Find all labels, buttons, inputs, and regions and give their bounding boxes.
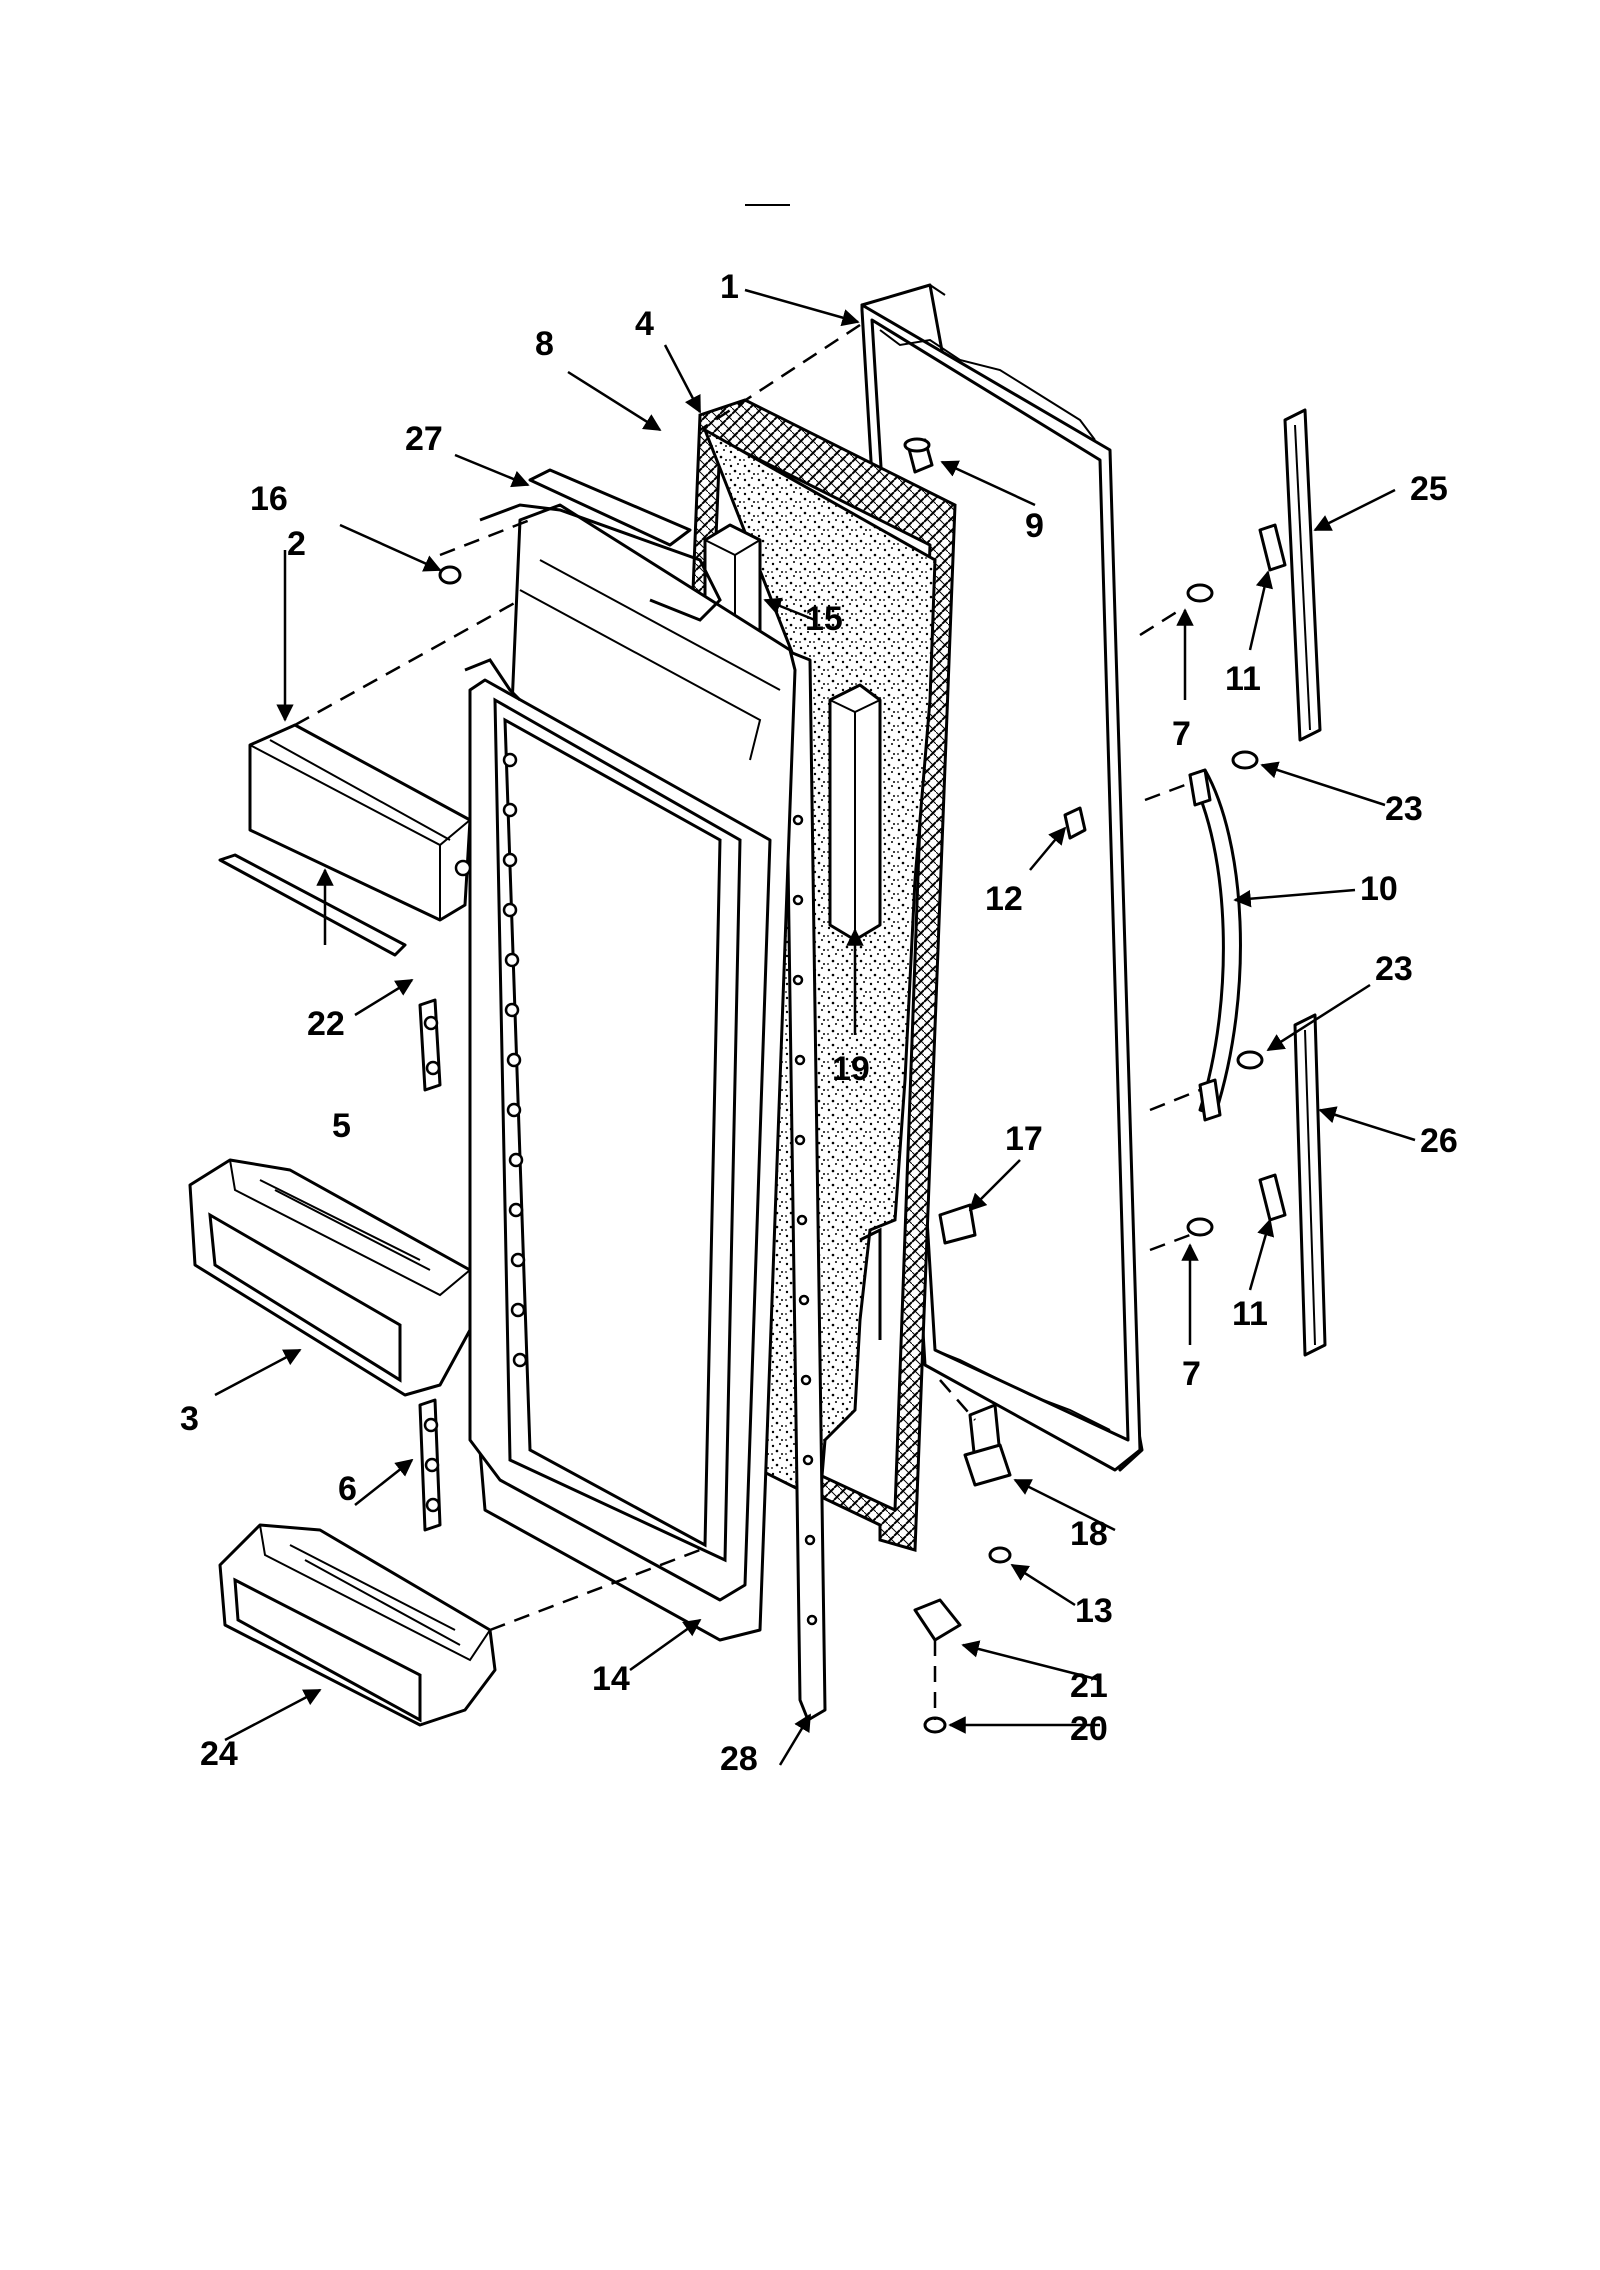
callout-20: 20 — [1070, 1710, 1108, 1748]
callout-13: 13 — [1075, 1592, 1113, 1630]
screw-23a — [1231, 750, 1259, 770]
callout-7b: 7 — [1182, 1355, 1201, 1393]
callout-18: 18 — [1070, 1515, 1108, 1553]
door-hinge — [963, 1403, 1012, 1487]
top-trim-strip — [528, 468, 692, 547]
callout-5: 5 — [332, 1107, 351, 1145]
callout-23b: 23 — [1375, 950, 1413, 988]
callout-10: 10 — [1360, 870, 1398, 908]
clip-12 — [1063, 806, 1087, 840]
callout-2: 2 — [287, 525, 306, 563]
liner-holes — [502, 752, 818, 1626]
callout-28: 28 — [720, 1740, 758, 1778]
callout-19: 19 — [832, 1050, 870, 1088]
callout-25: 25 — [1410, 470, 1448, 508]
screw-13 — [988, 1546, 1012, 1564]
callout-4: 4 — [635, 305, 654, 343]
callout-12: 12 — [985, 880, 1023, 918]
screw-23b — [1236, 1050, 1264, 1070]
dairy-door — [218, 723, 472, 957]
door-bin-large — [188, 1158, 472, 1397]
trim-strip-upper — [1283, 408, 1322, 742]
leader-lines — [214, 288, 1416, 1766]
callout-8: 8 — [535, 325, 554, 363]
screw-16 — [438, 565, 462, 585]
inner-door-liner — [464, 503, 818, 1642]
foam-block — [828, 683, 882, 942]
callout-11a: 11 — [1225, 660, 1261, 698]
callout-27: 27 — [405, 420, 443, 458]
callout-16: 16 — [250, 480, 288, 518]
alignment-lines — [294, 323, 1201, 1720]
vertical-strip — [783, 648, 827, 1722]
callout-23a: 23 — [1385, 790, 1423, 828]
callout-3: 3 — [180, 1400, 199, 1438]
screw-7b — [1186, 1217, 1214, 1237]
hinge-bracket — [913, 1598, 962, 1642]
callout-7a: 7 — [1172, 715, 1191, 753]
callout-26: 26 — [1420, 1122, 1458, 1160]
door-plug — [903, 437, 934, 474]
callout-6: 6 — [338, 1470, 357, 1508]
clip-17 — [938, 1203, 977, 1245]
callout-24: 24 — [200, 1735, 238, 1773]
callout-15: 15 — [805, 600, 843, 638]
callout-21: 21 — [1070, 1667, 1108, 1705]
dairy-door-trim — [218, 853, 407, 957]
callout-1: 1 — [720, 268, 739, 306]
callout-22: 22 — [307, 1005, 345, 1043]
callout-9: 9 — [1025, 507, 1044, 545]
callout-17: 17 — [1005, 1120, 1043, 1158]
callout-11b: 11 — [1232, 1295, 1268, 1333]
door-handle — [1188, 768, 1242, 1122]
trim-strip-lower — [1293, 1013, 1327, 1357]
door-bin-small — [218, 1523, 497, 1727]
screw-20 — [923, 1716, 947, 1734]
shelf-bracket-large — [418, 1398, 442, 1532]
shelf-bracket-small — [418, 998, 442, 1092]
trim-clip-upper — [1258, 523, 1287, 572]
callout-labels: 1 2 3 4 5 6 7 7 8 9 10 11 11 12 13 14 15… — [180, 268, 1458, 1778]
screw-7a — [1186, 583, 1214, 603]
callout-14: 14 — [592, 1660, 630, 1698]
trim-clip-lower — [1258, 1173, 1287, 1222]
